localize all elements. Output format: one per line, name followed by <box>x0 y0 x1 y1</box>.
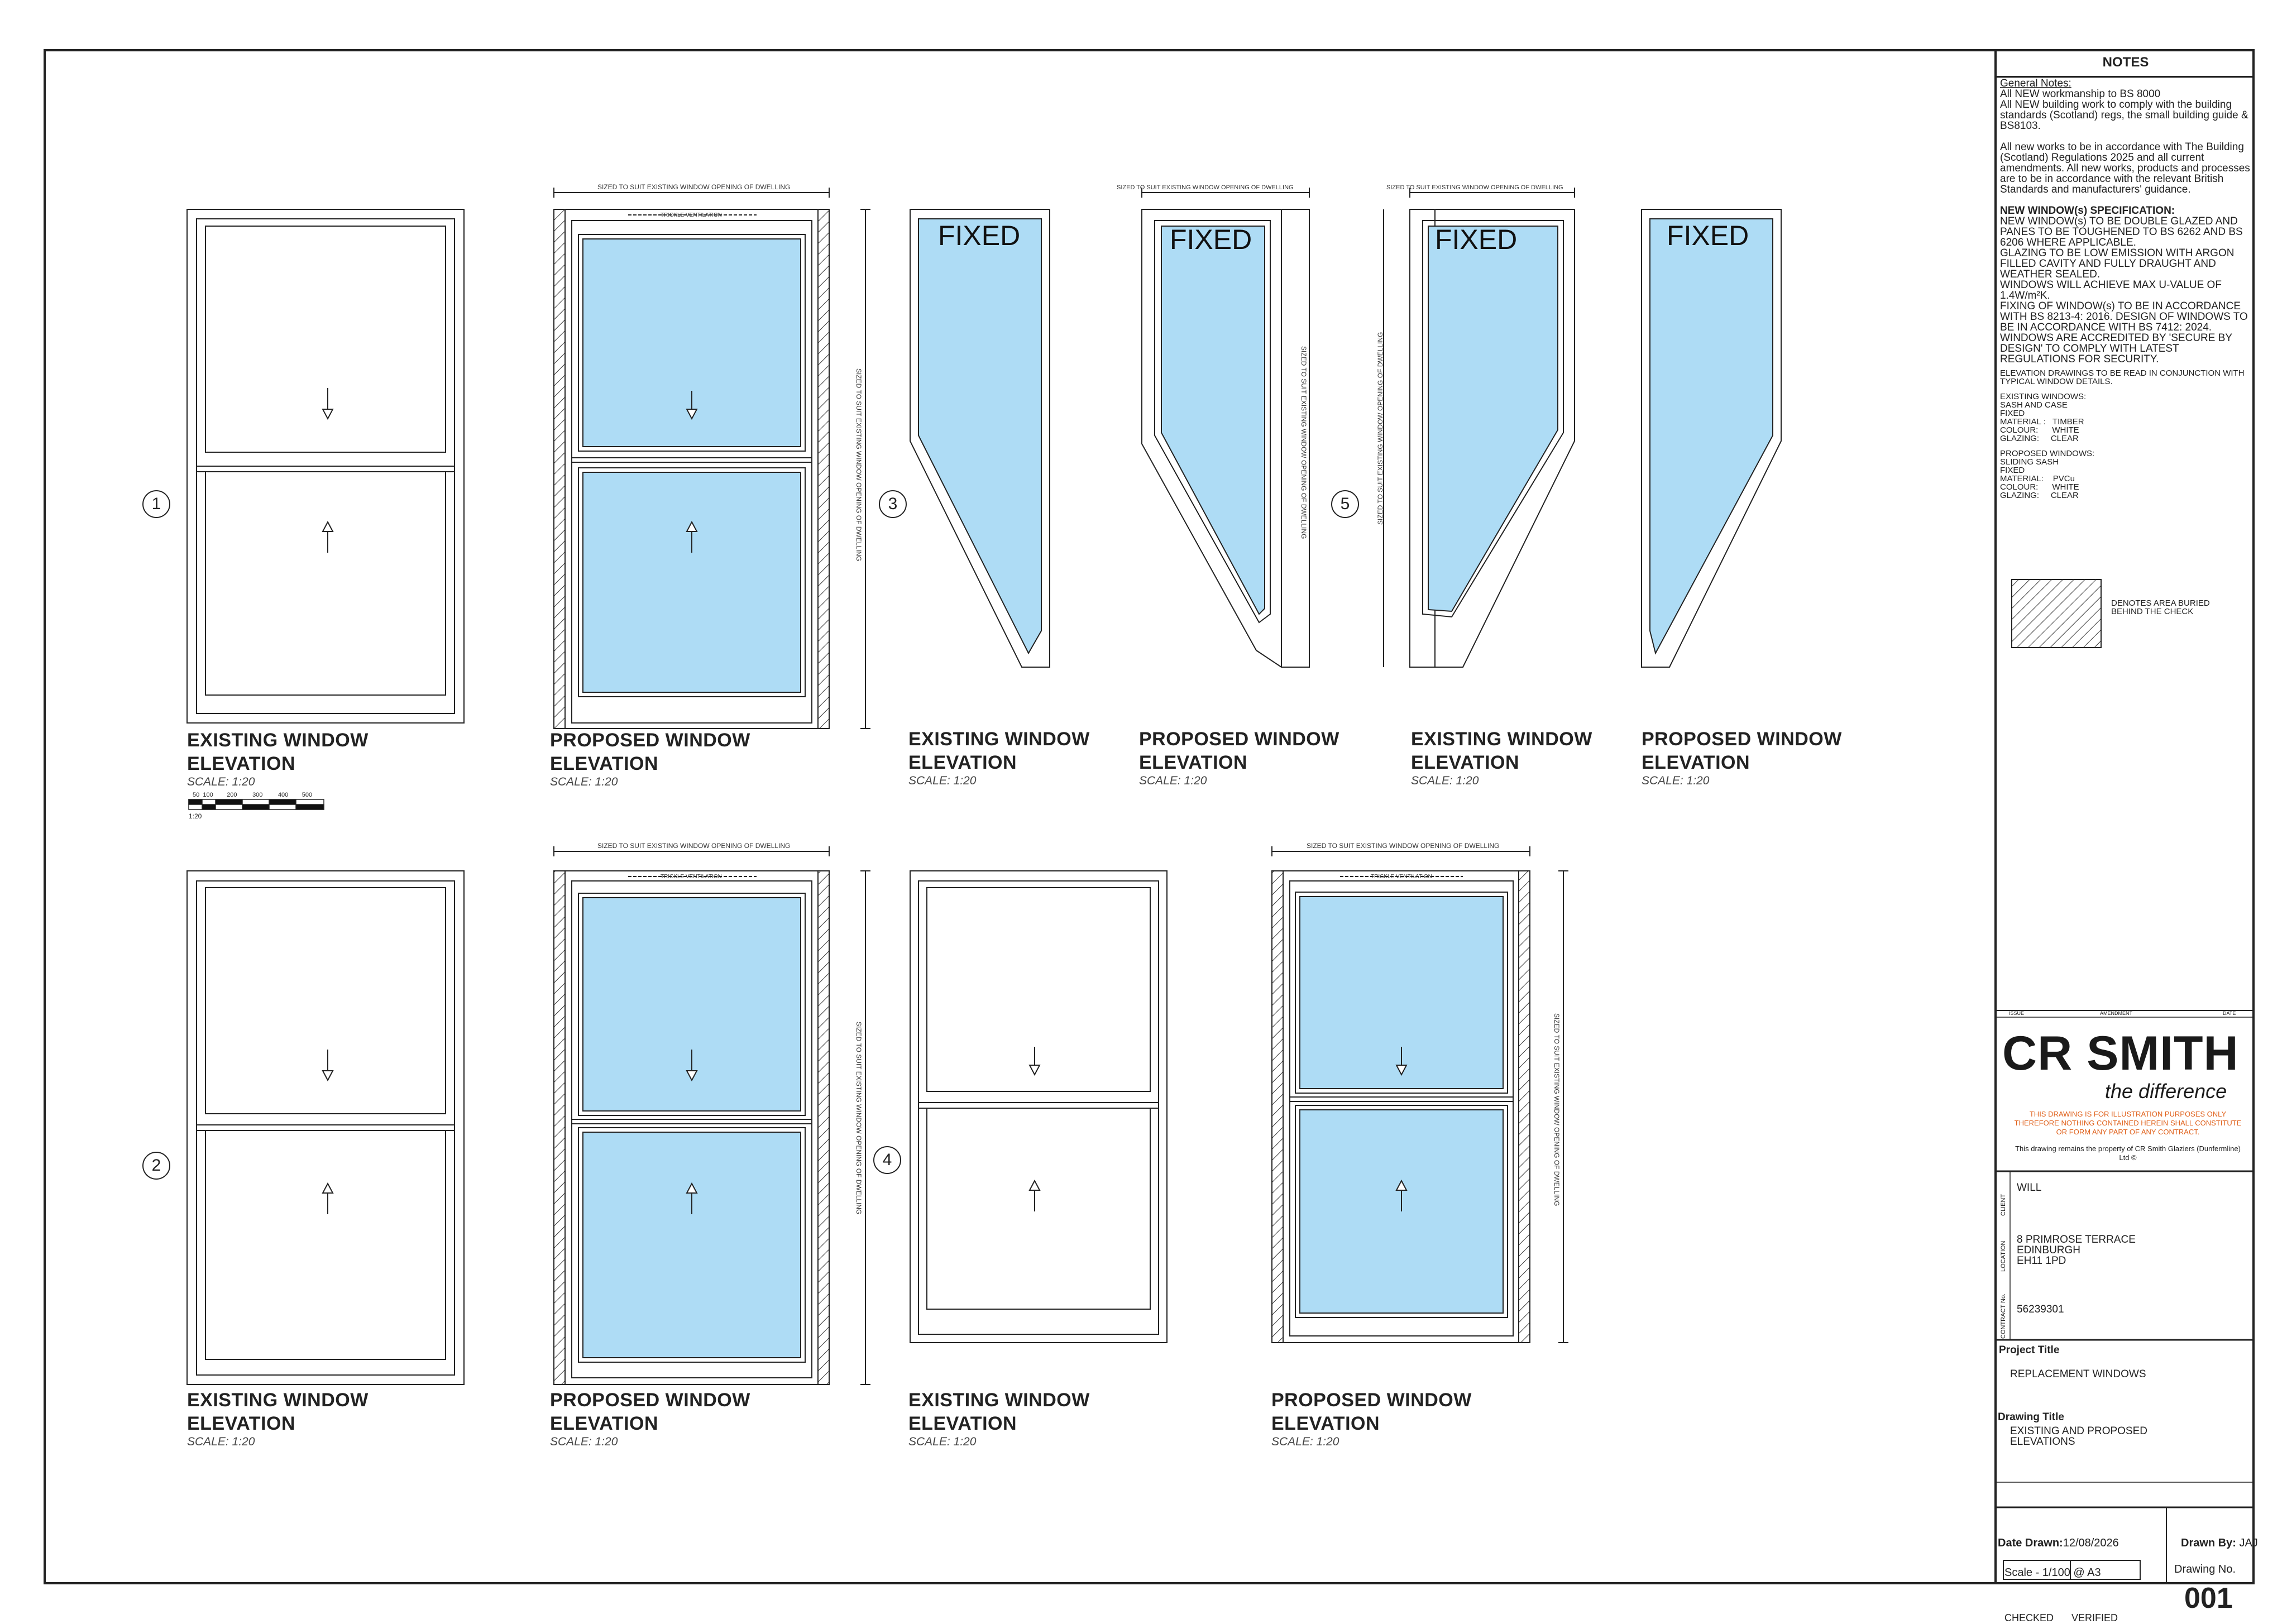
vdim-text-3p: SIZED TO SUIT EXISTING WINDOW OPENING OF… <box>1300 346 1308 539</box>
date-col: DATE <box>2223 1010 2236 1016</box>
window-3-proposed <box>1141 188 1310 668</box>
window-number-5: 5 <box>1331 490 1359 518</box>
fixed-label-3e: FIXED <box>938 220 1021 251</box>
window-1-existing <box>186 209 465 724</box>
dim-text-1p: SIZED TO SUIT EXISTING WINDOW OPENING OF… <box>597 183 791 191</box>
legend-text: DENOTES AREA BURIED BEHIND THE CHECK <box>2111 598 2210 616</box>
window-3-existing <box>910 209 1050 668</box>
dim-text-5e: SIZED TO SUIT EXISTING WINDOW OPENING OF… <box>1386 184 1563 191</box>
window-number-4: 4 <box>873 1146 901 1174</box>
property-text: This drawing remains the property of CR … <box>2015 1144 2241 1162</box>
caption-5-proposed: PROPOSED WINDOW ELEVATION SCALE: 1:20 <box>1642 729 1842 787</box>
project-title-value: REPLACEMENT WINDOWS <box>2010 1368 2146 1380</box>
caption-5-existing: EXISTING WINDOW ELEVATION SCALE: 1:20 <box>1411 729 1592 787</box>
general-notes: General Notes: All NEW workmanship to BS… <box>2000 78 2250 500</box>
dim-text-3p: SIZED TO SUIT EXISTING WINDOW OPENING OF… <box>1117 184 1294 191</box>
trickle-text-1p: TRICKLE VENTILATION <box>661 212 722 218</box>
vdim-text-1p: SIZED TO SUIT EXISTING WINDOW OPENING OF… <box>855 368 863 562</box>
notes-panel-lines <box>1997 579 2255 1584</box>
verified-label: VERIFIED <box>2071 1612 2118 1623</box>
window-1-proposed <box>553 188 870 729</box>
trickle-text-2p: TRICKLE VENTILATION <box>661 874 722 880</box>
dim-text-4p: SIZED TO SUIT EXISTING WINDOW OPENING OF… <box>1307 842 1500 850</box>
trickle-text-4p: TRICKLE VENTILATION <box>1371 874 1432 880</box>
disclaimer-text: THIS DRAWING IS FOR ILLUSTRATION PURPOSE… <box>2014 1110 2242 1136</box>
fixed-label-3p: FIXED <box>1170 224 1252 255</box>
cr-smith-logo: CR SMITH <box>2002 1027 2239 1080</box>
window-number-1: 1 <box>142 490 170 518</box>
date-drawn: Date Drawn:12/08/2026 <box>1998 1537 2119 1549</box>
dim-text-2p: SIZED TO SUIT EXISTING WINDOW OPENING OF… <box>597 842 791 850</box>
location-value: 8 PRIMROSE TERRACE EDINBURGH EH11 1PD <box>2017 1234 2136 1267</box>
vdim-text-2p: SIZED TO SUIT EXISTING WINDOW OPENING OF… <box>855 1022 863 1215</box>
drawing-no-label: Drawing No. <box>2174 1563 2236 1575</box>
notes-panel: NOTES General Notes: All NEW workmanship… <box>1994 49 2258 1623</box>
contract-value: 56239301 <box>2017 1304 2064 1315</box>
client-value: WILL <box>2017 1182 2042 1194</box>
caption-3-proposed: PROPOSED WINDOW ELEVATION SCALE: 1:20 <box>1139 729 1339 787</box>
scale-bar <box>188 799 324 810</box>
location-label: LOCATION <box>2000 1240 2007 1272</box>
amendment-col: AMENDMENT <box>2100 1010 2132 1016</box>
drawing-sheet-border <box>44 49 2255 1584</box>
vdim-text-4p: SIZED TO SUIT EXISTING WINDOW OPENING OF… <box>1553 1013 1561 1206</box>
window-2-existing <box>186 870 465 1385</box>
scale-bar-label: 1:20 <box>189 812 202 820</box>
drawn-by: Drawn By: JAJ <box>2181 1537 2258 1549</box>
fixed-label-5p: FIXED <box>1667 220 1749 251</box>
caption-4-proposed: PROPOSED WINDOW ELEVATION SCALE: 1:20 <box>1271 1390 1472 1448</box>
project-title-label: Project Title <box>1999 1344 2060 1356</box>
scale-bar-ticks: 50 100 200 300 400 500 <box>193 792 313 798</box>
notes-header: NOTES <box>1997 49 2255 78</box>
vdim-text-5e: SIZED TO SUIT EXISTING WINDOW OPENING OF… <box>1376 332 1384 525</box>
caption-4-existing: EXISTING WINDOW ELEVATION SCALE: 1:20 <box>908 1390 1090 1448</box>
caption-1-proposed: PROPOSED WINDOW ELEVATION SCALE: 1:20 <box>550 730 750 788</box>
window-number-3: 3 <box>879 490 907 518</box>
client-label: CLIENT <box>2000 1194 2007 1216</box>
window-2-proposed <box>553 846 870 1385</box>
caption-1-existing: EXISTING WINDOW ELEVATION SCALE: 1:20 <box>187 730 369 788</box>
drawing-title-value: EXISTING AND PROPOSED ELEVATIONS <box>2010 1425 2147 1448</box>
window-5-proposed <box>1641 209 1782 668</box>
brand-tagline: the difference <box>2105 1080 2227 1103</box>
issue-col: ISSUE <box>2009 1010 2025 1016</box>
window-4-proposed <box>1271 846 1568 1343</box>
caption-3-existing: EXISTING WINDOW ELEVATION SCALE: 1:20 <box>908 729 1090 787</box>
window-5-existing <box>1383 188 1575 668</box>
drawing-no-value: 001 <box>2184 1582 2233 1615</box>
caption-2-proposed: PROPOSED WINDOW ELEVATION SCALE: 1:20 <box>550 1390 750 1448</box>
drawing-title-label: Drawing Title <box>1998 1411 2064 1423</box>
checked-label: CHECKED <box>2004 1612 2054 1623</box>
window-number-2: 2 <box>142 1152 170 1180</box>
scale-note: Scale - 1/100 @ A3 <box>2004 1566 2101 1579</box>
contract-label: CONTRACT No. <box>2000 1293 2007 1339</box>
window-4-existing <box>910 870 1168 1343</box>
caption-2-existing: EXISTING WINDOW ELEVATION SCALE: 1:20 <box>187 1390 369 1448</box>
fixed-label-5e: FIXED <box>1435 224 1518 255</box>
